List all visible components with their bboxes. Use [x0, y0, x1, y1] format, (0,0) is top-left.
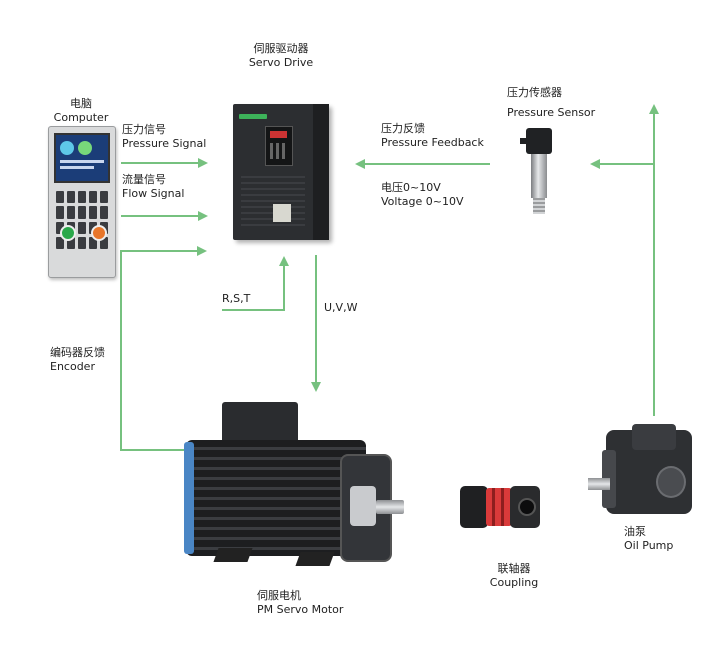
servo-drive-unit — [233, 104, 329, 240]
flow-signal-en: Flow Signal — [122, 187, 185, 200]
pressure-sensor-label-zh: 压力传感器 — [507, 86, 562, 99]
motor-shaft — [376, 500, 404, 514]
voltage-label: 电压0~10V Voltage 0~10V — [381, 181, 464, 209]
flow-signal-label: 流量信号 Flow Signal — [122, 173, 184, 201]
drive-brand-mark — [239, 114, 267, 119]
oil-pump-label-zh: 油泵 — [624, 525, 646, 538]
coupling-label-en: Coupling — [489, 576, 539, 589]
coupling-device — [460, 478, 542, 534]
computer-label: 电脑 Computer — [38, 97, 124, 125]
computer-label-zh: 电脑 — [70, 97, 92, 110]
oil-pump-label-en: Oil Pump — [624, 539, 674, 552]
hmi-start-button-graphic — [60, 225, 76, 241]
hmi-screen — [54, 133, 110, 183]
encoder-en: Encoder — [50, 360, 95, 373]
voltage-zh: 电压0~10V — [381, 181, 441, 194]
pm-servo-motor — [180, 398, 412, 580]
pressure-feedback-en: Pressure Feedback — [381, 136, 484, 149]
voltage-en: Voltage 0~10V — [381, 195, 464, 208]
pressure-feedback-label: 压力反馈 Pressure Feedback — [381, 122, 484, 150]
flow-signal-zh: 流量信号 — [122, 173, 166, 186]
encoder-label: 编码器反馈 Encoder — [50, 346, 105, 374]
motor-body — [186, 440, 366, 556]
computer-hmi — [48, 126, 116, 278]
pressure-sensor-label-en: Pressure Sensor — [507, 106, 596, 119]
oil-pump-label: 油泵 Oil Pump — [624, 525, 673, 553]
uvw-label: U,V,W — [324, 301, 358, 314]
servo-motor-label-zh: 伺服电机 — [257, 589, 301, 602]
servo-drive-label-zh: 伺服驱动器 — [253, 42, 309, 55]
pressure-sensor-label: 压力传感器 Pressure Sensor — [507, 86, 595, 120]
drive-control-panel — [265, 126, 293, 166]
hmi-stop-button-graphic — [91, 225, 107, 241]
encoder-zh: 编码器反馈 — [50, 346, 105, 359]
coupling-label-zh: 联轴器 — [497, 562, 531, 575]
encoder-feedback-line — [120, 246, 207, 451]
motor-rear-cap — [184, 442, 194, 554]
computer-label-en: Computer — [53, 111, 109, 124]
pressure-feedback-zh: 压力反馈 — [381, 122, 425, 135]
servo-motor-label: 伺服电机 PM Servo Motor — [257, 589, 343, 617]
pressure-signal-zh: 压力信号 — [122, 123, 166, 136]
servo-motor-label-en: PM Servo Motor — [257, 603, 344, 616]
pump-shaft — [588, 478, 610, 490]
servo-drive-label: 伺服驱动器 Servo Drive — [236, 42, 326, 70]
pressure-sensor-device — [520, 128, 560, 216]
servo-drive-label-en: Servo Drive — [248, 56, 314, 69]
coupling-label: 联轴器 Coupling — [480, 562, 548, 590]
pressure-signal-label: 压力信号 Pressure Signal — [122, 123, 206, 151]
oil-pump-device — [588, 422, 700, 522]
rst-power-line — [222, 256, 289, 311]
drive-nameplate — [273, 204, 291, 222]
rst-label: R,S,T — [222, 292, 251, 305]
pressure-signal-en: Pressure Signal — [122, 137, 207, 150]
